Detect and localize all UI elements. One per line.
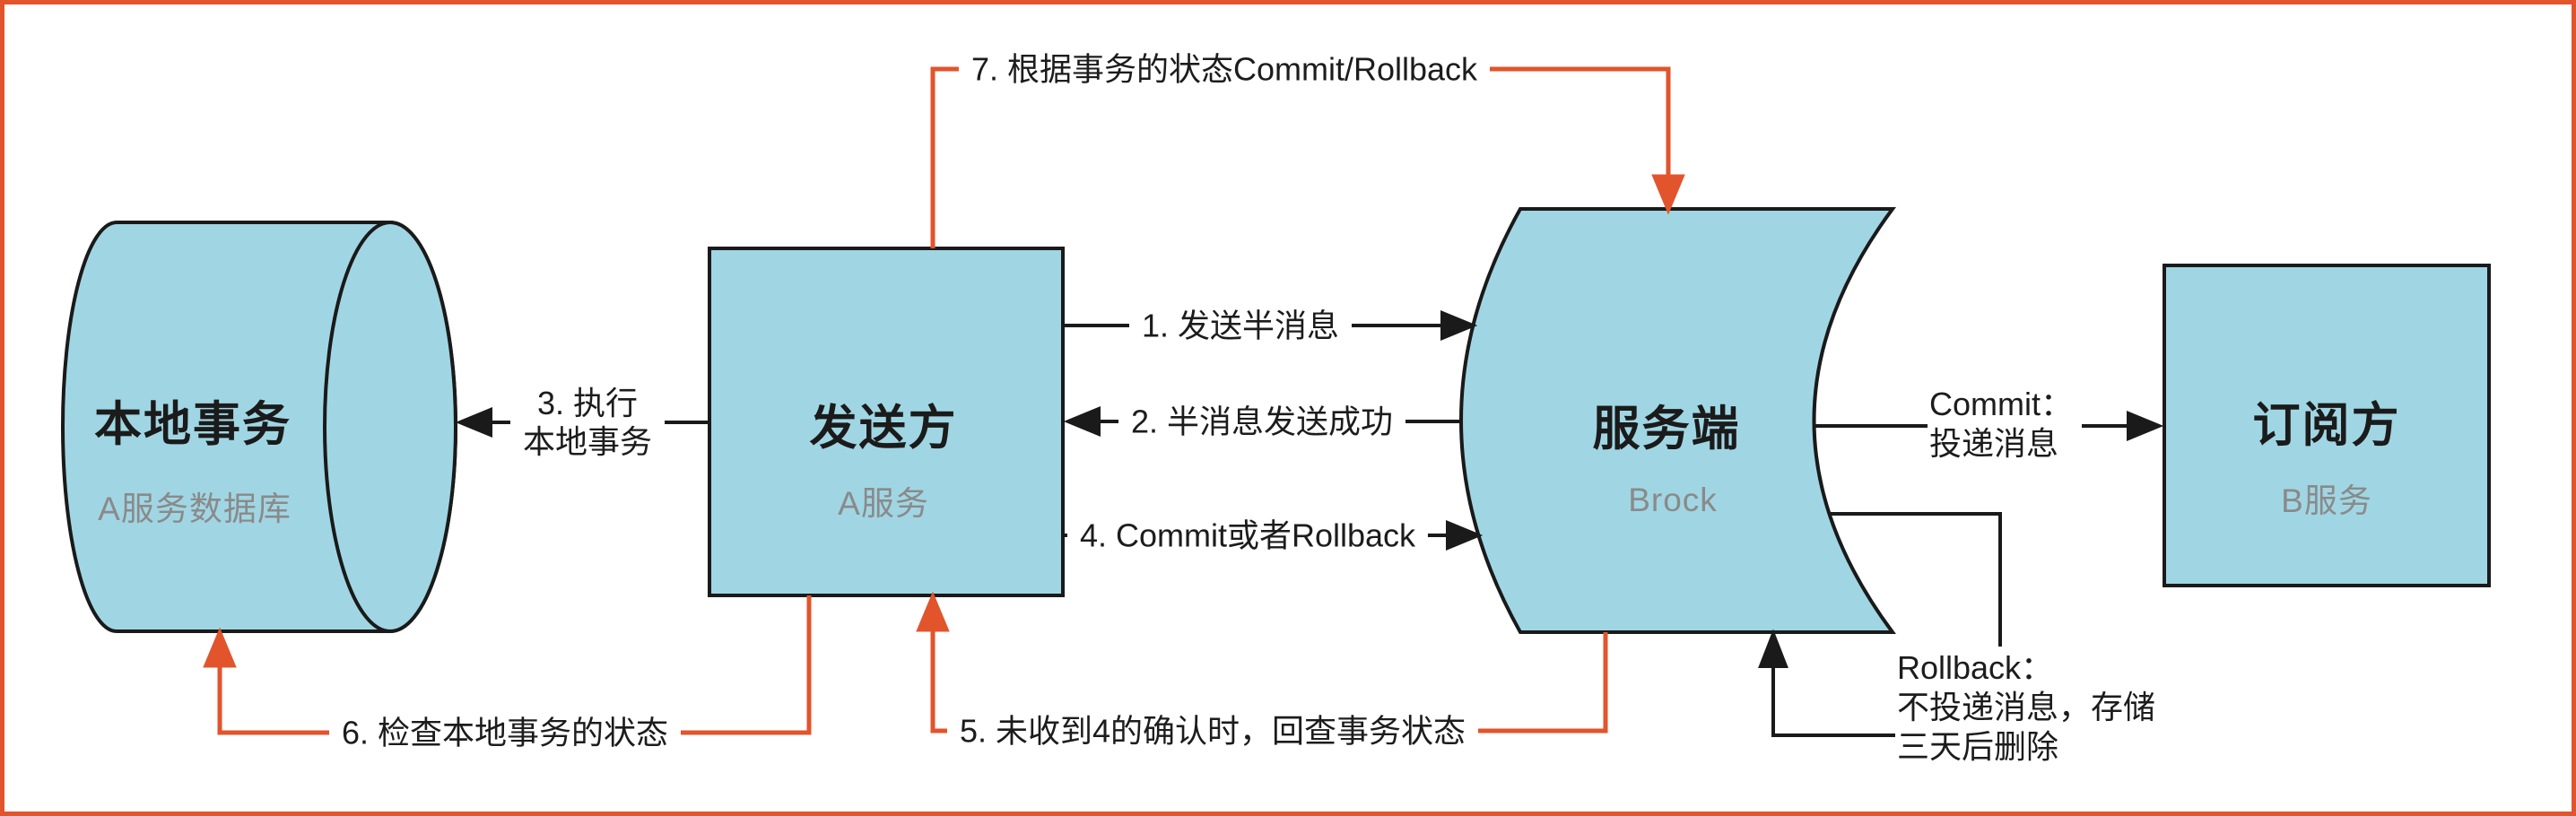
broker-title: 服务端: [1592, 403, 1741, 456]
subscriber-subtitle: B服务: [2281, 482, 2372, 519]
edge-label-step2: 2. 半消息发送成功: [1118, 399, 1406, 444]
sender-title: 发送方: [809, 402, 958, 455]
edge-rollback-return-arrow: [1758, 629, 1899, 737]
arrowhead-up-icon: [1758, 629, 1788, 668]
arrowhead-up-icon: [916, 591, 950, 632]
local-db-subtitle: A服务数据库: [98, 490, 292, 527]
edge-label-rollback-line3: 三天后删除: [1897, 727, 2059, 765]
edge-label-step6: 6. 检查本地事务的状态: [328, 710, 682, 755]
edge-label-step5: 5. 未收到4的确认时，回查事务状态: [946, 708, 1479, 753]
diagram-shapes-layer: [61, 66, 2491, 737]
local-db-cylinder: [61, 221, 457, 633]
edge-label-rollback-line2: 不投递消息，存储: [1897, 688, 2156, 725]
subscriber-box: [2163, 264, 2491, 587]
subscriber-title: 订阅方: [2252, 399, 2401, 452]
edge-label-step7: 7. 根据事务的状态Commit/Rollback: [958, 47, 1491, 91]
edge-label-step3-line2: 本地事务: [522, 423, 653, 460]
sender-subtitle: A服务: [838, 485, 929, 522]
local-db-title: 本地事务: [94, 398, 292, 451]
edge-label-rollback-line1: Rollback：: [1897, 649, 2054, 686]
broker-shape: [1459, 207, 1896, 634]
edge-rollback-elbow: [1829, 512, 2002, 652]
arrowhead-down-icon: [1651, 174, 1685, 215]
arrowhead-left-icon: [1063, 406, 1101, 437]
edge-label-step3-line1: 3. 执行: [536, 384, 639, 421]
broker-subtitle: Brock: [1628, 482, 1718, 518]
edge-label-rollback: Rollback： 不投递消息，存储 三天后删除: [1895, 647, 2165, 768]
arrowhead-left-icon: [455, 407, 492, 438]
arrowhead-right-icon: [2127, 411, 2164, 441]
sender-box: [708, 247, 1065, 597]
arrowhead-right-icon: [1446, 520, 1484, 551]
arrowhead-right-icon: [1440, 310, 1478, 341]
edge-label-step4: 4. Commit或者Rollback: [1066, 513, 1429, 558]
edge-label-step3: 3. 执行 本地事务: [509, 380, 666, 464]
edge-label-step1: 1. 发送半消息: [1128, 303, 1353, 348]
edge-label-commit-line1: Commit：: [1929, 386, 2073, 422]
arrowhead-up-icon: [203, 627, 237, 668]
edge-label-commit: Commit： 投递消息: [1928, 383, 2082, 465]
edge-label-commit-line2: 投递消息: [1929, 424, 2059, 462]
